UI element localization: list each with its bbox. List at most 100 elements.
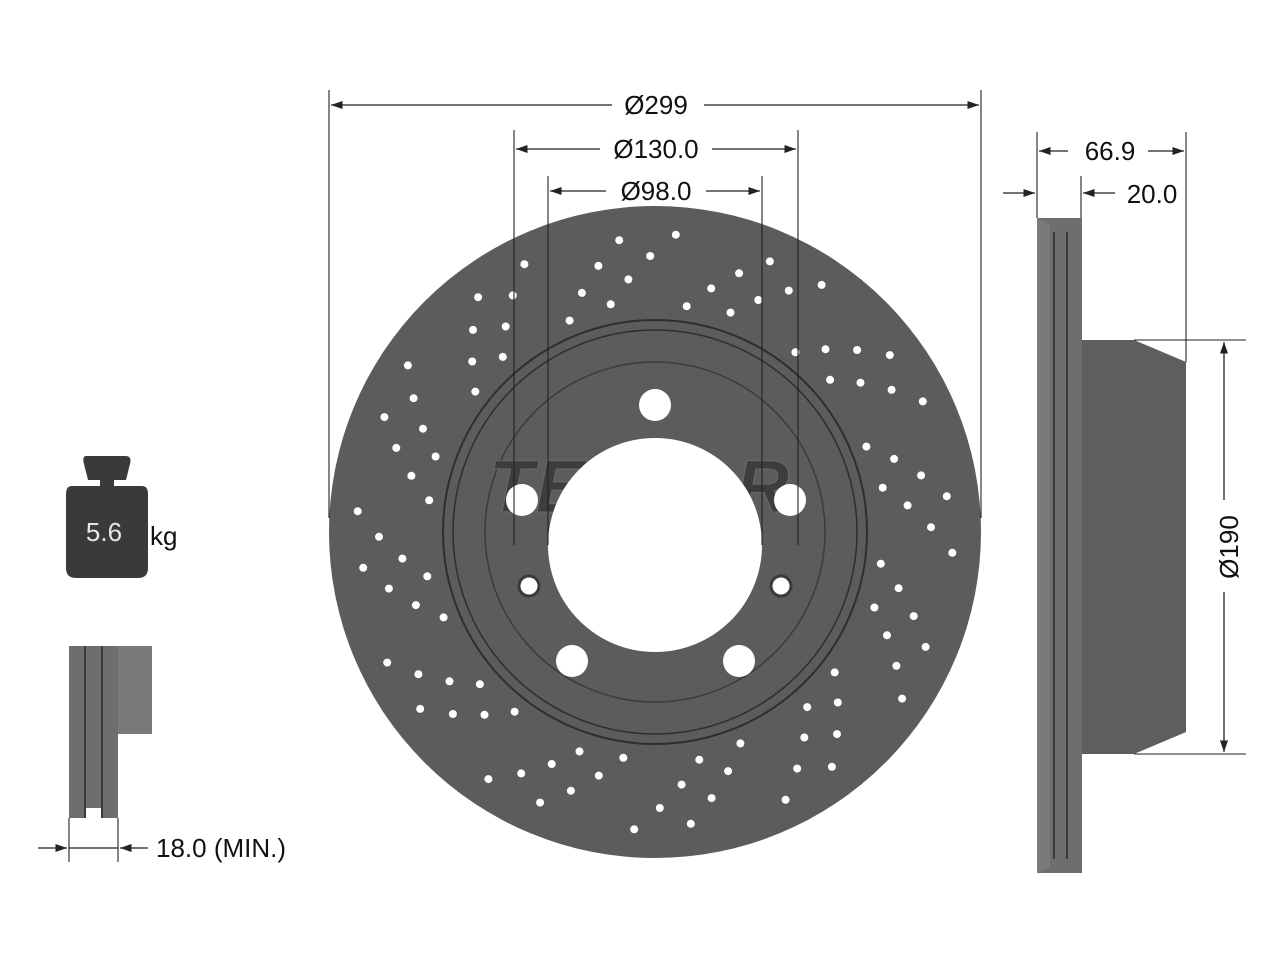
drill-hole <box>833 698 842 707</box>
drill-hole <box>827 762 836 771</box>
drill-hole <box>615 236 624 245</box>
drill-hole <box>826 375 835 384</box>
drill-hole <box>594 261 603 270</box>
drill-hole <box>409 394 418 403</box>
drill-hole <box>431 452 440 461</box>
drill-hole <box>498 352 507 361</box>
dimension-disc-thickness: 20.0 <box>1003 179 1177 209</box>
drill-hole <box>784 286 793 295</box>
drill-hole <box>870 603 879 612</box>
drill-hole <box>677 780 686 789</box>
drill-hole <box>471 387 480 396</box>
drill-hole <box>876 559 885 568</box>
min-thickness-section <box>69 646 152 818</box>
drill-hole <box>565 316 574 325</box>
drill-hole <box>765 257 774 266</box>
drill-hole <box>894 584 903 593</box>
weight-icon: 5.6 <box>66 456 148 578</box>
drill-hole <box>475 680 484 689</box>
drill-hole <box>445 677 454 686</box>
drill-hole <box>909 612 918 621</box>
dimension-min-thickness: 18.0 (MIN.) <box>38 818 286 863</box>
drill-hole <box>856 378 865 387</box>
drill-hole <box>423 572 432 581</box>
drill-hole <box>917 471 926 480</box>
side-groove-right <box>1066 232 1068 859</box>
drill-hole <box>448 710 457 718</box>
drill-hole <box>862 442 871 451</box>
disc-thickness-label: 20.0 <box>1127 179 1178 209</box>
weight-unit: kg <box>150 521 177 551</box>
drill-hole <box>793 764 802 773</box>
bolt-hole-right <box>774 484 806 516</box>
disc-ring-groove-inner <box>452 329 858 735</box>
weight-value: 5.6 <box>86 517 122 547</box>
drill-hole <box>736 739 745 748</box>
drill-hole <box>439 613 448 622</box>
drill-hole <box>948 548 957 557</box>
dimension-bolt-circle: Ø130.0 <box>516 134 796 164</box>
drill-hole <box>853 346 862 354</box>
drill-hole <box>646 252 655 260</box>
drill-hole <box>359 563 368 572</box>
drill-hole <box>375 532 383 541</box>
disc-side-view <box>1037 218 1186 873</box>
drill-hole <box>655 804 664 812</box>
disc-hat-edge <box>484 361 826 703</box>
drill-hole <box>942 492 951 501</box>
side-groove-left <box>1053 232 1055 859</box>
drill-hole <box>686 819 695 828</box>
drill-hole <box>383 658 392 667</box>
drill-hole <box>903 501 912 510</box>
drill-hole <box>918 397 927 406</box>
drill-hole <box>724 767 733 776</box>
drill-hole-pattern <box>353 230 957 834</box>
min-thickness-label: 18.0 (MIN.) <box>156 833 286 863</box>
drill-hole <box>695 755 704 764</box>
drill-hole <box>883 631 891 640</box>
drill-hole <box>468 357 477 366</box>
drill-hole <box>520 260 529 269</box>
drill-hole <box>707 794 716 803</box>
hat-profile <box>1081 340 1186 754</box>
drill-hole <box>392 443 401 452</box>
bolt-hole-left <box>506 484 538 516</box>
drill-hole <box>707 284 716 293</box>
drill-hole <box>510 707 519 716</box>
drill-hole <box>380 413 389 422</box>
dimension-center-bore: Ø98.0 <box>550 176 760 206</box>
drill-hole <box>803 703 812 712</box>
drill-hole <box>474 293 483 302</box>
center-bore <box>548 438 762 652</box>
drill-hole <box>594 771 603 780</box>
drill-hole <box>887 385 896 394</box>
drill-hole <box>411 601 420 610</box>
extension-lines-side <box>1036 132 1246 755</box>
drill-hole <box>536 798 545 807</box>
drill-hole <box>682 302 691 311</box>
bolt-hole-top <box>639 389 671 421</box>
drill-hole <box>398 554 407 563</box>
dimension-outer-diameter: Ø299 <box>331 90 979 120</box>
drill-hole <box>892 661 901 670</box>
dimension-hat-diameter: Ø190 <box>1214 342 1244 752</box>
drill-hole <box>508 291 517 300</box>
drill-hole <box>833 730 841 739</box>
drill-hole <box>630 825 639 834</box>
drill-hole <box>624 275 633 284</box>
drill-hole <box>800 733 809 742</box>
drill-hole <box>927 523 935 532</box>
bolt-circle-label: Ø130.0 <box>613 134 698 164</box>
drill-hole <box>566 786 575 795</box>
drill-hole <box>878 483 887 492</box>
drill-hole <box>501 322 510 331</box>
drill-hole <box>821 345 830 354</box>
drill-hole <box>484 775 493 784</box>
outer-diameter-label: Ø299 <box>624 90 688 120</box>
center-bore-label: Ø98.0 <box>621 176 692 206</box>
drill-hole <box>671 230 680 239</box>
drill-hole <box>577 288 586 297</box>
disc-front-view: TEXTAR <box>329 206 981 858</box>
drill-hole <box>419 424 427 433</box>
bolt-hole-bottom-right <box>723 645 755 677</box>
